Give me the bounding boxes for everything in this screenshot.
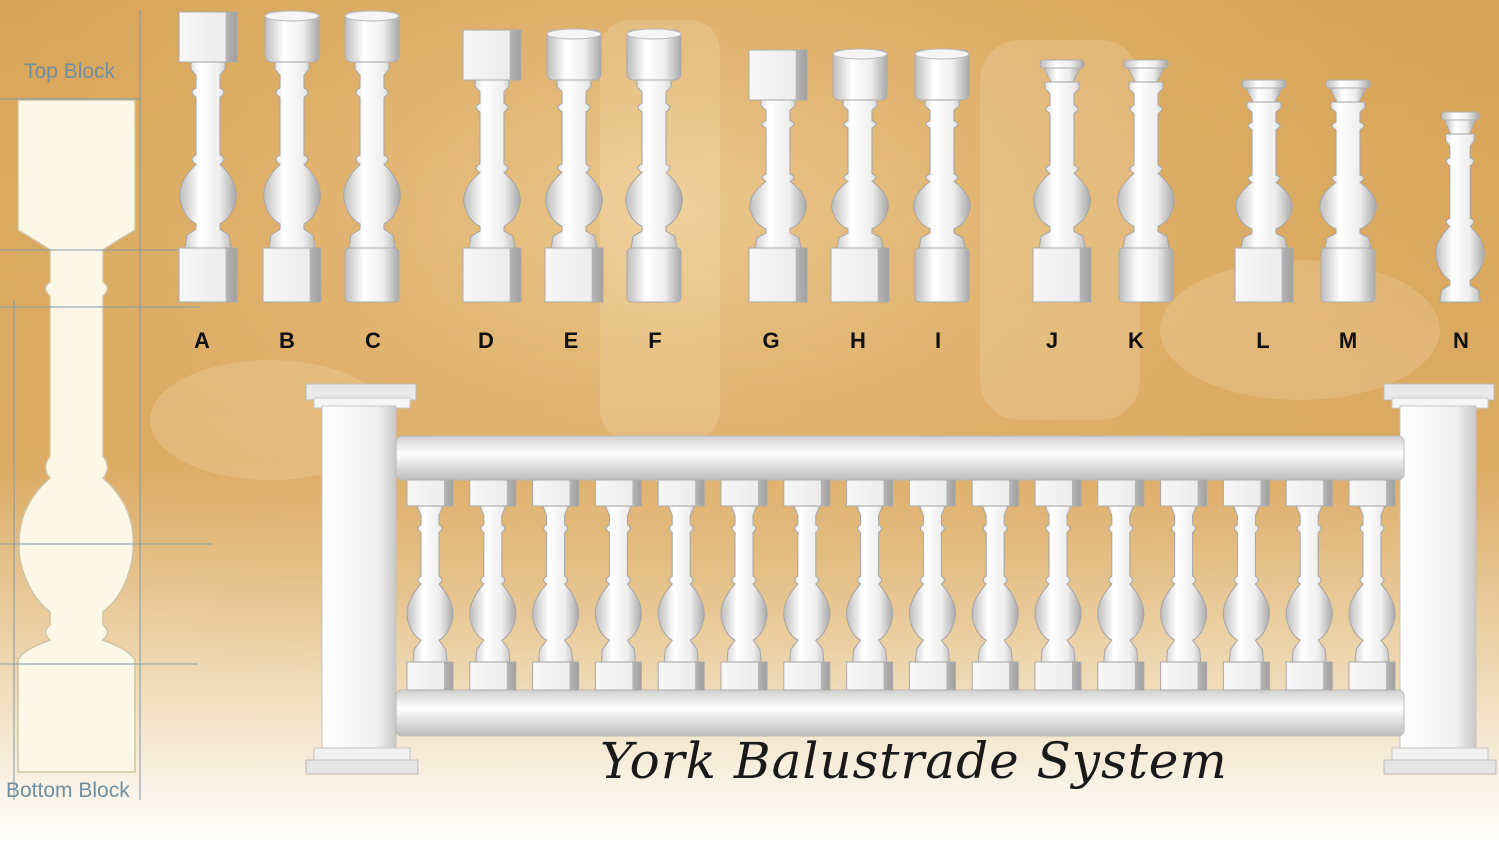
bottom-block-label: Bottom Block bbox=[6, 779, 130, 802]
bottom-rail bbox=[395, 689, 1405, 737]
assembly-balusters bbox=[406, 479, 1396, 691]
baluster-d bbox=[462, 29, 522, 303]
assembly-baluster bbox=[1097, 479, 1145, 691]
assembly-baluster bbox=[1222, 479, 1270, 691]
baluster-label-b: B bbox=[279, 328, 295, 353]
baluster-label-l: L bbox=[1256, 328, 1270, 353]
assembly-baluster bbox=[908, 479, 956, 691]
baluster-k bbox=[1117, 59, 1175, 303]
assembly-baluster bbox=[1160, 479, 1208, 691]
baluster-l bbox=[1234, 79, 1294, 303]
baluster-label-i: I bbox=[934, 328, 942, 353]
baluster-a bbox=[178, 11, 238, 303]
assembly-baluster bbox=[783, 479, 831, 691]
baluster-c bbox=[343, 10, 401, 303]
baluster-label-e: E bbox=[563, 328, 579, 353]
baluster-label-d: D bbox=[478, 328, 494, 353]
baluster-e bbox=[544, 28, 604, 303]
baluster-label-n: N bbox=[1453, 328, 1469, 353]
baluster-catalog-row bbox=[178, 10, 1485, 303]
assembly-baluster bbox=[1348, 479, 1396, 691]
baluster-label-g: G bbox=[762, 328, 780, 353]
baluster-label-m: M bbox=[1338, 328, 1358, 353]
baluster-h bbox=[830, 48, 890, 303]
baluster-label-f: F bbox=[648, 328, 662, 353]
baluster-label-j: J bbox=[1045, 328, 1059, 353]
assembly-baluster bbox=[971, 479, 1019, 691]
assembly-baluster bbox=[532, 479, 580, 691]
baluster-f bbox=[625, 28, 683, 303]
baluster-label-h: H bbox=[850, 328, 866, 353]
assembly-baluster bbox=[469, 479, 517, 691]
baluster-label-k: K bbox=[1128, 328, 1144, 353]
baluster-n bbox=[1435, 111, 1485, 303]
diagram-baluster-shape bbox=[17, 99, 136, 773]
assembly-baluster bbox=[846, 479, 894, 691]
top-block-label: Top Block bbox=[24, 60, 116, 83]
baluster-b bbox=[262, 10, 322, 303]
assembly-baluster bbox=[657, 479, 705, 691]
baluster-label-c: C bbox=[365, 328, 381, 353]
baluster-j bbox=[1032, 59, 1092, 303]
assembly-baluster bbox=[406, 479, 454, 691]
balustrade-assembly bbox=[305, 383, 1497, 775]
baluster-g bbox=[748, 49, 808, 303]
top-rail bbox=[395, 435, 1405, 481]
right-post bbox=[1383, 383, 1497, 775]
page-title: York Balustrade System bbox=[600, 732, 1228, 790]
baluster-m bbox=[1319, 79, 1377, 303]
assembly-baluster bbox=[594, 479, 642, 691]
assembly-baluster bbox=[720, 479, 768, 691]
assembly-baluster bbox=[1034, 479, 1082, 691]
baluster-label-a: A bbox=[194, 328, 210, 353]
assembly-baluster bbox=[1285, 479, 1333, 691]
baluster-i bbox=[913, 48, 971, 303]
left-post bbox=[305, 383, 419, 775]
